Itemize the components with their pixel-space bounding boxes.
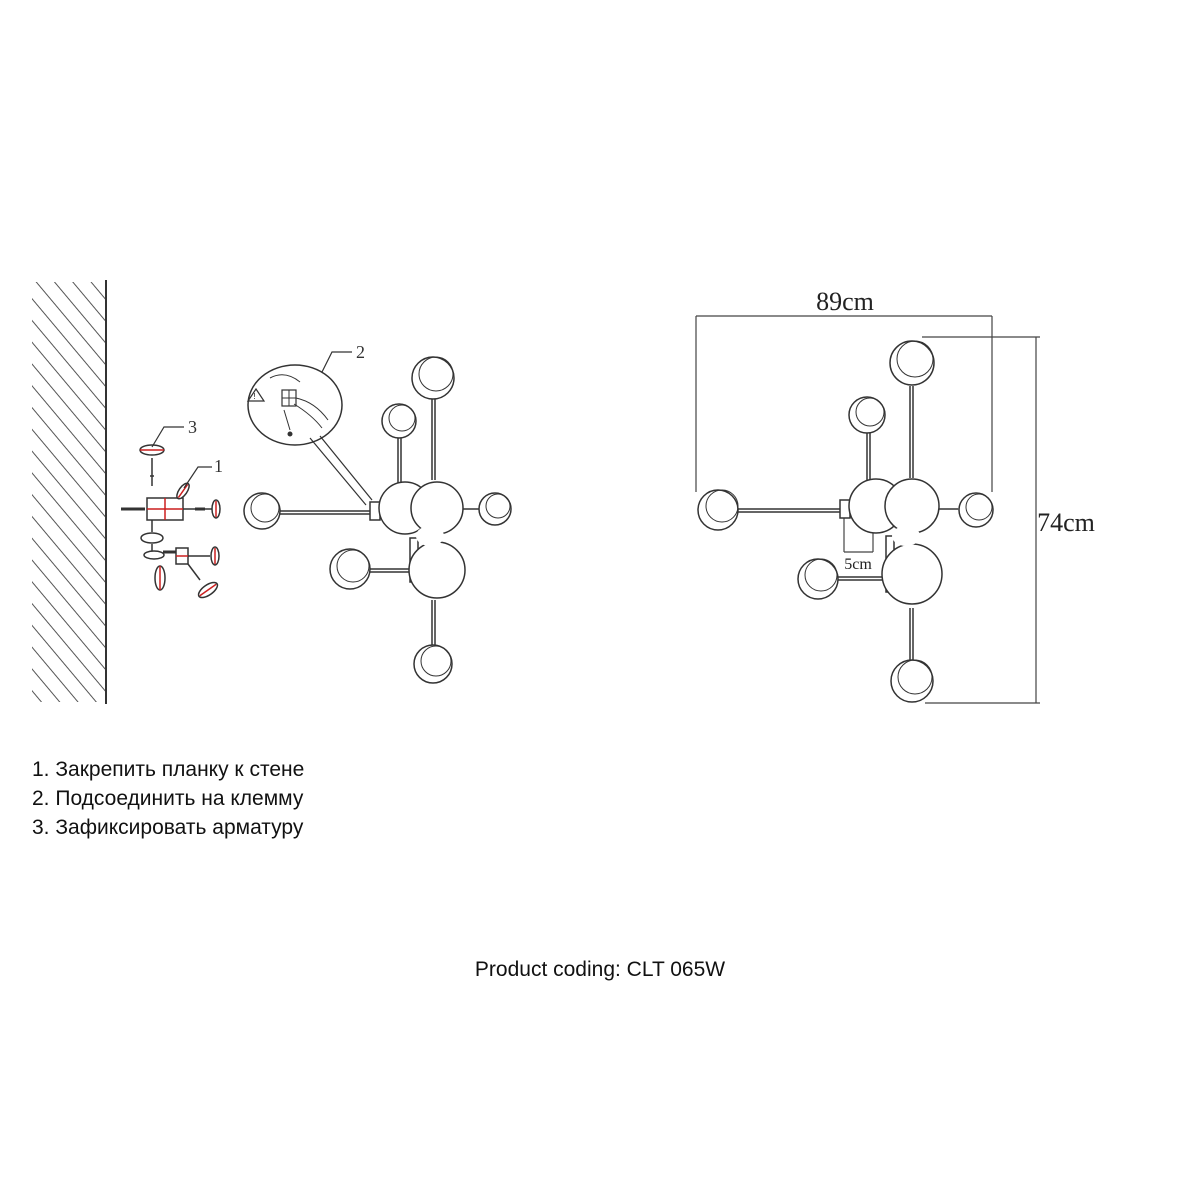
dimension-height-label: 74cm bbox=[1037, 508, 1095, 537]
product-coding: Product coding: CLT 065W bbox=[474, 958, 726, 981]
callout-3: 3 bbox=[151, 417, 197, 448]
fixture-dimensioned bbox=[697, 340, 994, 703]
terminal-detail: ! bbox=[246, 364, 373, 506]
dimension-lines bbox=[695, 315, 1040, 704]
svg-text:!: ! bbox=[253, 392, 256, 401]
fixture-installed bbox=[243, 356, 512, 684]
callout-1: 1 bbox=[183, 456, 223, 489]
installation-step: 2. Подсоединить на клемму bbox=[32, 787, 304, 810]
callout-2-label: 2 bbox=[356, 342, 365, 362]
dimension-width-label: 89cm bbox=[816, 287, 874, 316]
exploded-mounting-parts bbox=[121, 444, 221, 599]
installation-step: 3. Зафиксировать арматуру bbox=[32, 816, 304, 839]
wall-hatch bbox=[32, 280, 107, 704]
installation-step: 1. Закрепить планку к стене bbox=[32, 758, 305, 781]
dimension-depth-label: 5cm bbox=[844, 556, 872, 573]
callout-1-label: 1 bbox=[214, 456, 223, 476]
callout-2: 2 bbox=[321, 342, 365, 373]
callout-3-label: 3 bbox=[188, 417, 197, 437]
installation-steps: 1. Закрепить планку к стене 2. Подсоедин… bbox=[32, 755, 304, 842]
